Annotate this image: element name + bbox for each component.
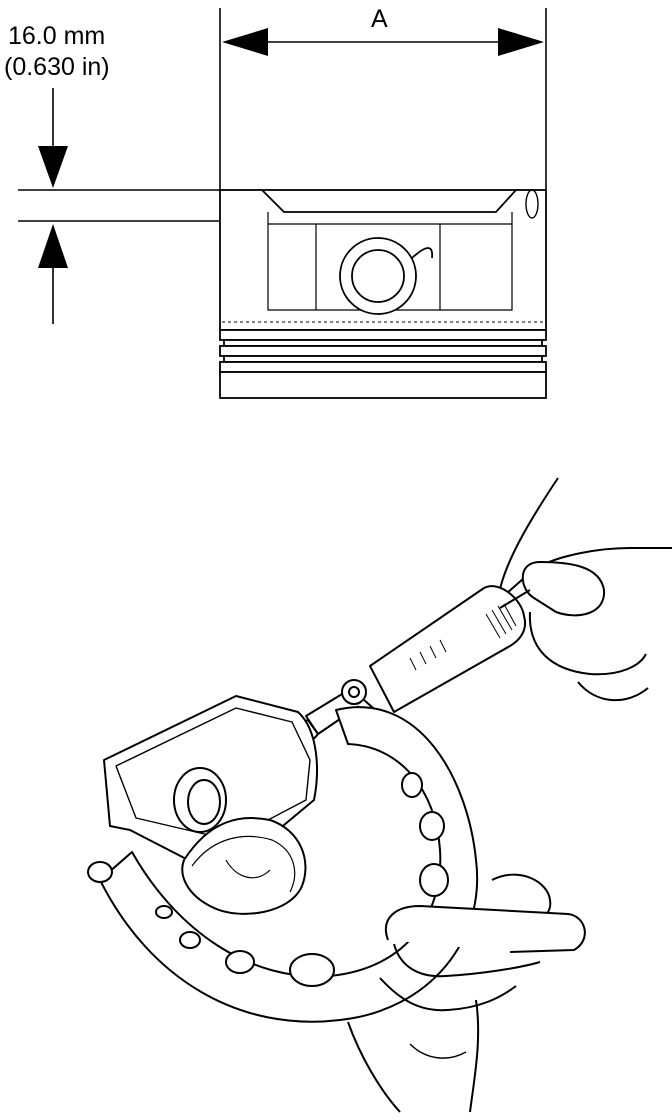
piston-side-view (219, 189, 547, 331)
lower-finger (393, 943, 541, 978)
frame-hole-3 (419, 863, 449, 897)
frame-hole-5 (225, 950, 255, 974)
diameter-label: A (371, 5, 388, 33)
dimension-mm-label: 16.0 mm (8, 22, 105, 50)
upper-thumb (521, 561, 606, 617)
ratchet-shaft (499, 589, 531, 609)
lower-thumb (385, 905, 586, 953)
frame-hole-6 (179, 931, 201, 949)
ring-land-3 (219, 361, 547, 373)
piston-pin-hole (187, 779, 221, 825)
lower-wrist-right (469, 999, 480, 1113)
thimble-knurl (409, 603, 517, 671)
lower-palm-crease (409, 1043, 467, 1059)
ring-land-2 (219, 345, 547, 357)
anvil-end (87, 861, 113, 883)
dimension-in-label: (0.630 in) (4, 53, 110, 81)
piston-boss-detail (225, 859, 271, 879)
piston-top-land (219, 371, 547, 399)
piston-ring-lands (219, 329, 547, 399)
height-dimension (18, 88, 220, 324)
upper-hand-fingers (497, 477, 672, 601)
right-arrow-icon (498, 28, 544, 56)
left-arrow-icon (222, 28, 268, 56)
pin-hole (351, 249, 405, 303)
piston-inner-edge (115, 707, 311, 841)
piston-skirt-bottom (181, 817, 307, 915)
ring-land-1 (219, 329, 547, 341)
upper-finger-3 (577, 681, 649, 701)
lower-finger-2 (379, 977, 517, 1012)
frame-hole-7 (155, 905, 173, 919)
valve-relief (525, 189, 539, 219)
diameter-dimension (219, 8, 547, 190)
crown-recess (261, 189, 517, 213)
micrometer-illustration (87, 477, 672, 1113)
frame-hole-4 (289, 953, 335, 987)
measurement-label: 16.0 mm (0.630 in) (4, 22, 110, 81)
up-arrow-icon (38, 224, 68, 268)
lower-wrist-left (347, 1021, 401, 1113)
micrometer-thimble (369, 585, 526, 713)
down-arrow-icon (38, 146, 68, 188)
oil-hole (411, 247, 434, 259)
frame-hole-2 (419, 811, 445, 841)
skirt-inner-curve (191, 835, 296, 893)
upper-finger-2 (528, 611, 647, 676)
lock-clamp-screw (348, 686, 360, 698)
frame-hole-1 (401, 772, 423, 798)
